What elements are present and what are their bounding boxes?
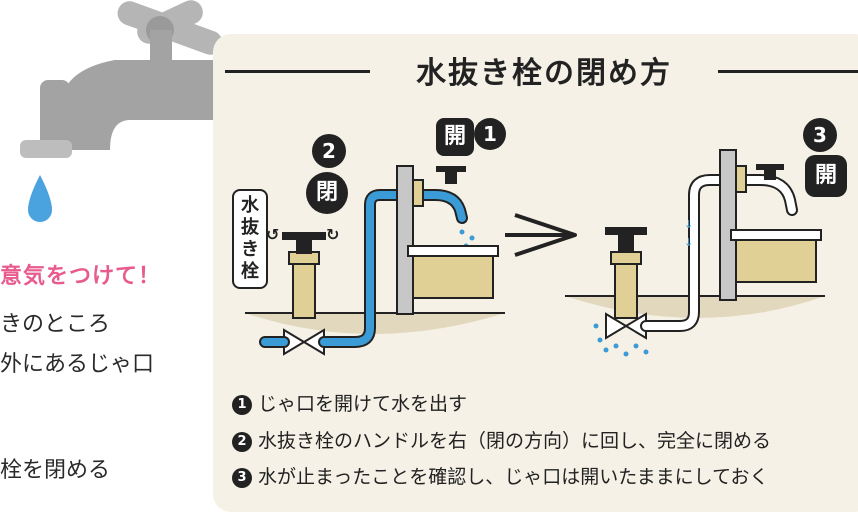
left-text-line3: 栓を閉める xyxy=(0,458,111,483)
step-2: 2 水抜き栓のハンドルを右（閉の方向）に回し、完全に閉める xyxy=(232,426,771,453)
callout-num-1: 1 xyxy=(474,118,506,150)
step-2-number: 2 xyxy=(232,432,252,452)
step-3: 3 水が止まったことを確認し、じゃ口は開いたままにしておく xyxy=(232,462,769,489)
faucet-icon xyxy=(20,0,223,222)
step-1: 1 じゃ口を開けて水を出す xyxy=(232,389,467,416)
valve-body xyxy=(292,255,316,319)
water-drop-icon xyxy=(28,175,52,222)
left-text-line2: 外にあるじゃ口 xyxy=(0,352,155,377)
title-rule-right xyxy=(718,70,858,73)
diagram-after: ↓ ↓ xyxy=(565,149,825,357)
callout-open-3: 開 xyxy=(805,155,847,197)
caution-heading: 意気をつけて！ xyxy=(0,264,162,289)
panel-title-row: 水抜き栓の閉め方 xyxy=(225,48,858,92)
valve-handle xyxy=(282,232,326,240)
step-2-text: 水抜き栓のハンドルを右（閉の方向）に回し、完全に閉める xyxy=(258,430,772,452)
transition-arrow xyxy=(505,213,577,257)
left-text-line1: きのところ xyxy=(0,312,111,337)
step-1-text: じゃ口を開けて水を出す xyxy=(258,393,468,415)
diagram-before: ↺ ↻ xyxy=(245,165,505,356)
svg-text:↓: ↓ xyxy=(684,236,693,249)
svg-text:↓: ↓ xyxy=(684,218,693,231)
callout-num-2: 2 xyxy=(312,134,346,168)
step-1-number: 1 xyxy=(232,395,252,415)
callout-close-2: 閉 xyxy=(306,172,348,214)
callout-num-3: 3 xyxy=(803,118,837,152)
step-3-text: 水が止まったことを確認し、じゃ口は開いたままにしておく xyxy=(258,466,769,488)
callout-open-1: 開 xyxy=(436,118,474,156)
valve-name-label: 水抜き栓 xyxy=(232,189,268,289)
title-rule-left xyxy=(225,70,370,73)
svg-text:↻: ↻ xyxy=(326,225,339,244)
step-3-number: 3 xyxy=(232,468,252,488)
svg-text:↺: ↺ xyxy=(266,225,279,244)
panel-title: 水抜き栓の閉め方 xyxy=(416,56,672,91)
